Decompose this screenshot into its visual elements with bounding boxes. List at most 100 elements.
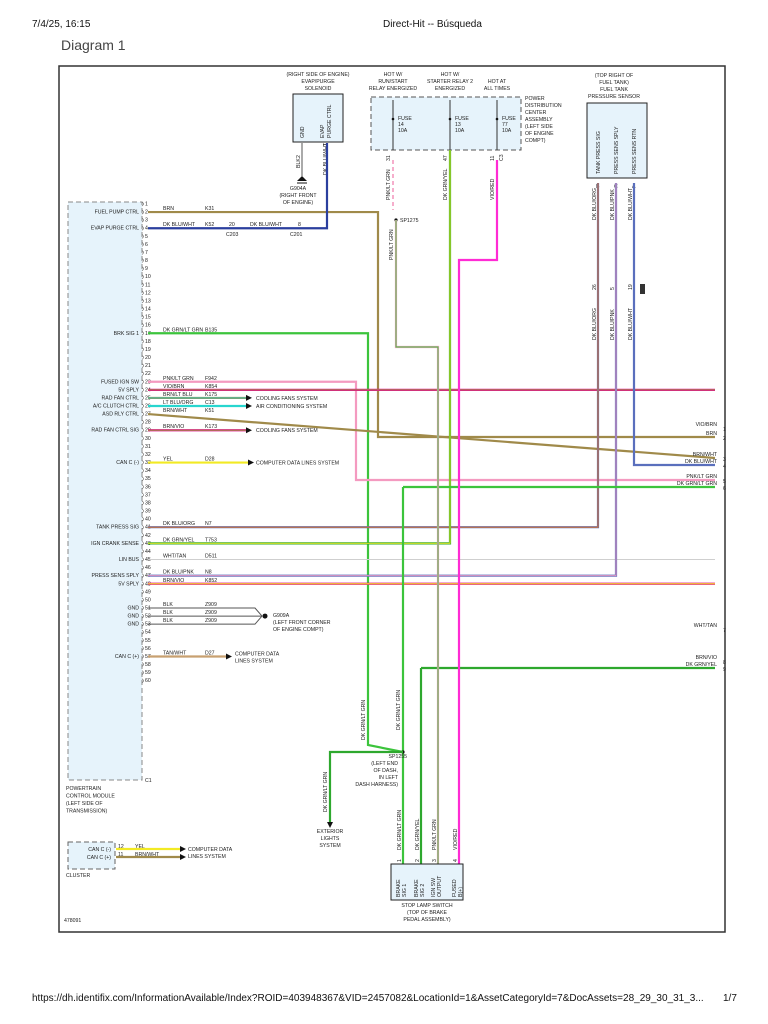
pin-terminal bbox=[141, 508, 144, 514]
right-wire-label: BRN bbox=[706, 431, 717, 437]
circuit-id: Z909 bbox=[205, 610, 217, 616]
splice-label: SP1275 bbox=[400, 218, 419, 224]
pin-terminal bbox=[141, 638, 144, 643]
pcm-pin-number: 43 bbox=[145, 541, 151, 547]
pcm-pin-number: 45 bbox=[145, 557, 151, 563]
pcm-pin-number: 2 bbox=[145, 210, 148, 216]
pin-terminal bbox=[141, 549, 144, 554]
wire-color-label: BLK bbox=[163, 610, 173, 616]
stop-lamp-switch-name: PEDAL ASSEMBLY) bbox=[403, 917, 451, 923]
right-wire-label: DK GRN/YEL bbox=[686, 662, 718, 668]
pcm-signal-label: A/C CLUTCH CTRL bbox=[93, 404, 139, 410]
exterior-lights-label: EXTERIOR bbox=[317, 829, 344, 835]
right-wire-number: 2 bbox=[723, 436, 726, 442]
cluster-pin: 12 bbox=[118, 844, 124, 850]
right-wire-label: DK GRN/LT GRN bbox=[677, 481, 717, 487]
pdc-pin: 31 bbox=[386, 155, 392, 161]
pcm-pin-number: 18 bbox=[145, 339, 151, 345]
wire-exterior bbox=[328, 750, 403, 822]
right-wire-number: 7 bbox=[723, 628, 726, 634]
pcm-signal-label: FUEL PUMP CTRL bbox=[95, 210, 140, 216]
wire-color-label: BRN/VIO bbox=[163, 578, 184, 584]
pcm-pin-number: 15 bbox=[145, 315, 151, 321]
pcm-pin-number: 49 bbox=[145, 589, 151, 595]
pin-terminal bbox=[141, 533, 144, 538]
ground-g909a-loc2: OF ENGINE COMPT) bbox=[273, 627, 324, 633]
wire-color-label: BRN/WHT bbox=[163, 408, 188, 414]
pin-terminal bbox=[141, 444, 144, 449]
pin-terminal bbox=[141, 355, 144, 360]
pin-terminal bbox=[141, 242, 144, 247]
wire-color-label: PNK/LT GRN bbox=[163, 376, 194, 382]
switch-pin: 2 bbox=[415, 859, 421, 862]
pcm-pin-number: 34 bbox=[145, 468, 151, 474]
pin-terminal bbox=[141, 524, 144, 530]
pdc-pin: 11 bbox=[490, 156, 496, 161]
system-destination: AIR CONDITIONING SYSTEM bbox=[256, 404, 327, 410]
pcm-pin-number: 52 bbox=[145, 614, 151, 620]
wire-dkbluwht bbox=[632, 183, 715, 467]
switch-pin-label: BRAKE bbox=[414, 879, 420, 897]
hot-label: HOT W/ bbox=[384, 72, 403, 78]
wire-color-label: DK GRN/YEL bbox=[163, 537, 195, 543]
pcm-pin-list: 1234567891011121314151617181920212223242… bbox=[141, 202, 152, 784]
pcm-pin-number: 59 bbox=[145, 670, 151, 676]
power-distribution-center: HOT W/ RUN/START RELAY ENERGIZED HOT W/ … bbox=[369, 72, 562, 200]
circuit-id: D28 bbox=[205, 457, 215, 463]
pcm-pin-number: 32 bbox=[145, 452, 151, 458]
circuit-id: K52 bbox=[205, 222, 214, 228]
wire-color-label: TAN/WHT bbox=[163, 650, 187, 656]
pcm-signal-label: RAD FAN CTRL bbox=[102, 395, 140, 401]
sensor-name2: PRESSURE SENSOR bbox=[588, 94, 640, 100]
wire-z909 bbox=[148, 607, 263, 617]
pin-terminal bbox=[141, 427, 144, 433]
arrow-icon bbox=[180, 854, 186, 860]
pin-terminal bbox=[141, 379, 144, 385]
inline-pin: 8 bbox=[298, 222, 301, 228]
pcm-pin-number: 27 bbox=[145, 412, 151, 418]
pcm-pin-number: 33 bbox=[145, 460, 151, 466]
fuse-number: 13 bbox=[455, 122, 461, 128]
evap-box bbox=[292, 93, 344, 143]
pcm-pin-number: 36 bbox=[145, 484, 151, 490]
pcm-pin-number: 23 bbox=[145, 379, 151, 385]
pcm-pin-number: 26 bbox=[145, 404, 151, 410]
footer-url: https://dh.identifix.com/InformationAvai… bbox=[32, 993, 704, 1004]
hot-label: HOT AT bbox=[488, 79, 507, 85]
sensor-connector-pin: 5 bbox=[610, 287, 616, 290]
wire-color-label: DK BLU/PNK bbox=[163, 570, 194, 576]
exterior-lights-label: LIGHTS bbox=[321, 836, 340, 842]
pcm-signal-label: 5V SPLY bbox=[118, 581, 139, 587]
evap-pin1-label: EVAP bbox=[320, 124, 326, 138]
hot-label: RELAY ENERGIZED bbox=[369, 86, 417, 92]
pin-terminal bbox=[141, 654, 144, 659]
connector-c202 bbox=[640, 284, 645, 294]
evap-location: (RIGHT SIDE OF ENGINE) bbox=[286, 72, 349, 78]
pcm-signal-label: LIN BUS bbox=[119, 557, 140, 563]
pin-terminal bbox=[141, 581, 144, 587]
sensor-loc2: FUEL TANK) bbox=[599, 80, 629, 86]
page-header-title: Direct-Hit -- Búsqueda bbox=[383, 19, 482, 30]
wire-label: DK GRN/LT GRN bbox=[361, 700, 367, 740]
pcm-pin-number: 28 bbox=[145, 420, 151, 426]
right-wire-label: DK BLU/WHT bbox=[685, 459, 718, 465]
pcm-pin-number: 55 bbox=[145, 638, 151, 644]
cluster-wire-label: YEL bbox=[135, 844, 145, 850]
connector-c203: C203 bbox=[226, 232, 239, 238]
pin-terminal bbox=[141, 395, 144, 401]
pin-terminal bbox=[141, 371, 144, 376]
sensor-connector-pin: 19 bbox=[628, 284, 634, 290]
switch-pin-label: B(+) bbox=[458, 887, 464, 897]
pcm-name-line: (LEFT SIDE OF bbox=[66, 801, 103, 807]
pcm-pin-number: 60 bbox=[145, 678, 151, 684]
pcm-pin-number: 17 bbox=[145, 331, 151, 337]
pin-terminal bbox=[141, 298, 144, 304]
right-wire-number: 5 bbox=[723, 479, 726, 485]
pcm-pin-number: 10 bbox=[145, 274, 151, 280]
exterior-lights-label: SYSTEM bbox=[319, 843, 340, 849]
sensor-wire-label-lower: DK BLU/ORG bbox=[592, 308, 598, 340]
cluster-box bbox=[67, 841, 116, 870]
arrow-icon bbox=[246, 394, 252, 401]
pcm-pin-number: 58 bbox=[145, 662, 151, 668]
